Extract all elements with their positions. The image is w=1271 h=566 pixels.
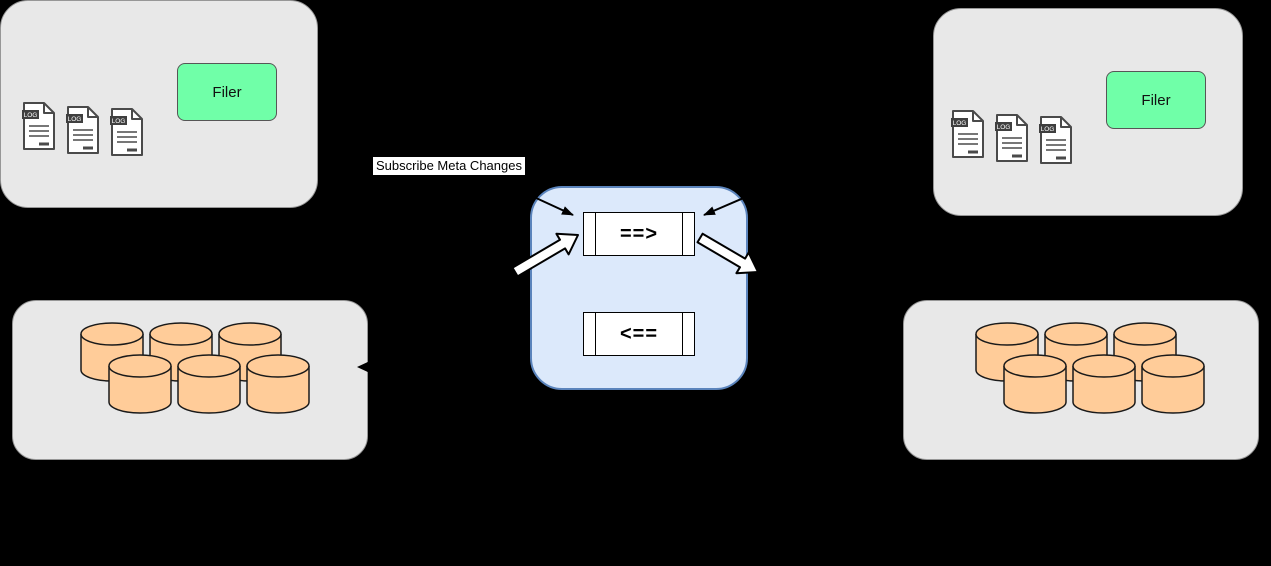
log-file-icon: LOG [109, 107, 145, 157]
queue-box-left-cap [584, 313, 596, 355]
log-file-icon: LOG [950, 109, 986, 159]
log-file-icon: LOG [994, 113, 1030, 163]
log-badge-label: LOG [953, 120, 967, 127]
subscribe-meta-changes-label: Subscribe Meta Changes [373, 157, 525, 175]
filer-label: Filer [212, 83, 242, 101]
log-badge-label: LOG [112, 118, 126, 125]
queue-consume-box: <== [583, 312, 695, 356]
queue-consume-symbol: <== [619, 322, 659, 345]
log-file-icon: LOG [65, 105, 101, 155]
volume-cluster-left-panel [12, 300, 368, 460]
message-queue-panel: ==> <== [530, 186, 748, 390]
filer-node-left: Filer [177, 63, 277, 121]
log-badge-label: LOG [24, 112, 38, 119]
filer-cluster-right-panel: LOG LOG LO [933, 8, 1243, 216]
log-badge-label: LOG [1041, 126, 1055, 133]
log-badge-label: LOG [997, 124, 1011, 131]
volume-cylinders-right [975, 322, 1205, 414]
volume-cluster-right-panel [903, 300, 1259, 460]
queue-box-right-cap [682, 213, 694, 255]
queue-produce-box: ==> [583, 212, 695, 256]
filer-node-right: Filer [1106, 71, 1206, 129]
queue-box-right-cap [682, 313, 694, 355]
log-file-icon: LOG [21, 101, 57, 151]
queue-box-left-cap [584, 213, 596, 255]
volume-cylinders-left [80, 322, 310, 414]
log-badge-label: LOG [68, 116, 82, 123]
filer-cluster-left-panel: LOG LOG LO [0, 0, 318, 208]
log-file-icon: LOG [1038, 115, 1074, 165]
queue-produce-symbol: ==> [619, 222, 659, 245]
filer-label: Filer [1141, 91, 1171, 109]
